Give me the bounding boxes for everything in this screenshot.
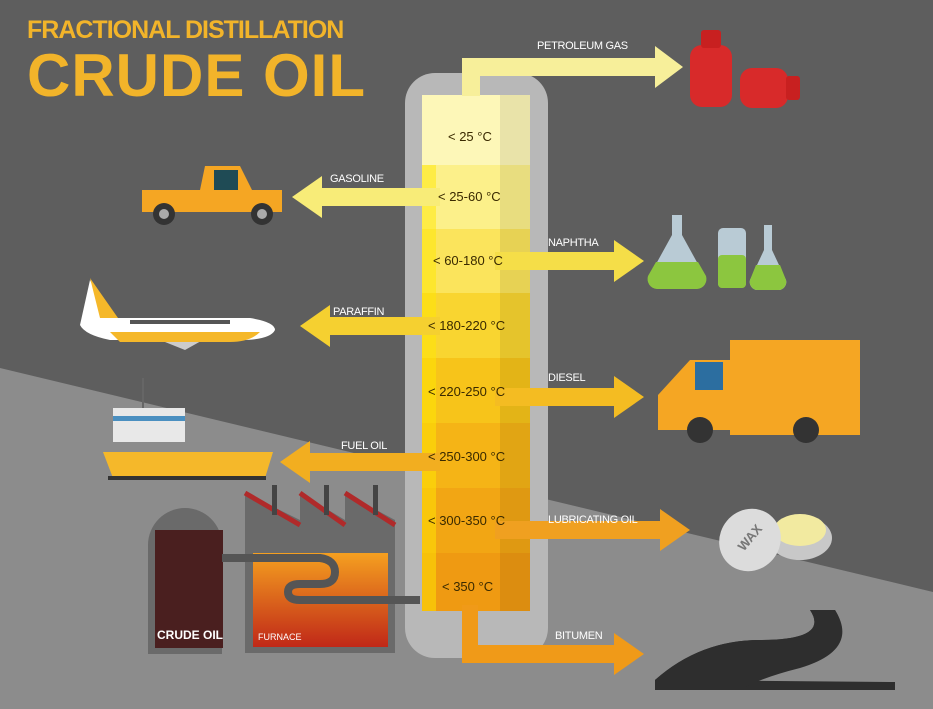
title-line-1: FRACTIONAL DISTILLATION	[27, 16, 344, 44]
label-fuel-oil: FUEL OIL	[341, 440, 388, 452]
temp-label-4: < 180-220 °C	[428, 318, 506, 333]
label-naphtha: NAPHTHA	[548, 237, 599, 249]
label-paraffin: PARAFFIN	[333, 306, 385, 318]
arrow-paraffin	[300, 305, 440, 347]
arrow-lubricating-oil	[495, 509, 690, 551]
temp-label-5: < 220-250 °C	[428, 384, 506, 399]
pickup-truck-icon	[142, 166, 282, 225]
band-8	[422, 553, 530, 611]
arrow-gasoline	[292, 176, 440, 218]
temp-label-6: < 250-300 °C	[428, 449, 506, 464]
arrow-naphtha	[495, 240, 644, 282]
title-line-2: CRUDE OIL	[27, 42, 366, 109]
airplane-icon	[80, 278, 275, 350]
crude-oil-tank	[148, 508, 223, 654]
crude-oil-label: CRUDE OIL	[157, 628, 223, 642]
temp-label-3: < 60-180 °C	[433, 253, 503, 268]
arrow-petroleum-gas	[462, 46, 683, 96]
temp-label-1: < 25 °C	[448, 129, 492, 144]
label-bitumen: BITUMEN	[555, 630, 603, 642]
arrow-bitumen	[462, 605, 644, 675]
arrow-diesel	[495, 376, 644, 418]
label-diesel: DIESEL	[548, 372, 586, 384]
label-gasoline: GASOLINE	[330, 173, 384, 185]
arrow-fuel-oil	[280, 441, 440, 483]
column-highlight	[422, 165, 436, 611]
label-lubricating-oil: LUBRICATING OIL	[548, 514, 638, 526]
garbage-truck-icon	[658, 340, 860, 443]
arrows	[280, 46, 690, 675]
temp-label-8: < 350 °C	[442, 579, 494, 594]
wax-tin-icon	[719, 508, 832, 572]
flasks-icon	[647, 215, 787, 290]
furnace-icon	[222, 485, 420, 653]
road-surface	[655, 610, 843, 690]
band-7	[422, 488, 530, 553]
label-petroleum-gas: PETROLEUM GAS	[537, 40, 628, 52]
furnace-label: FURNACE	[258, 632, 302, 642]
temp-label-2: < 25-60 °C	[438, 189, 501, 204]
ship-icon	[103, 378, 273, 480]
gas-cylinder-icon	[690, 30, 800, 108]
band-1	[422, 95, 530, 165]
temp-label-7: < 300-350 °C	[428, 513, 506, 528]
